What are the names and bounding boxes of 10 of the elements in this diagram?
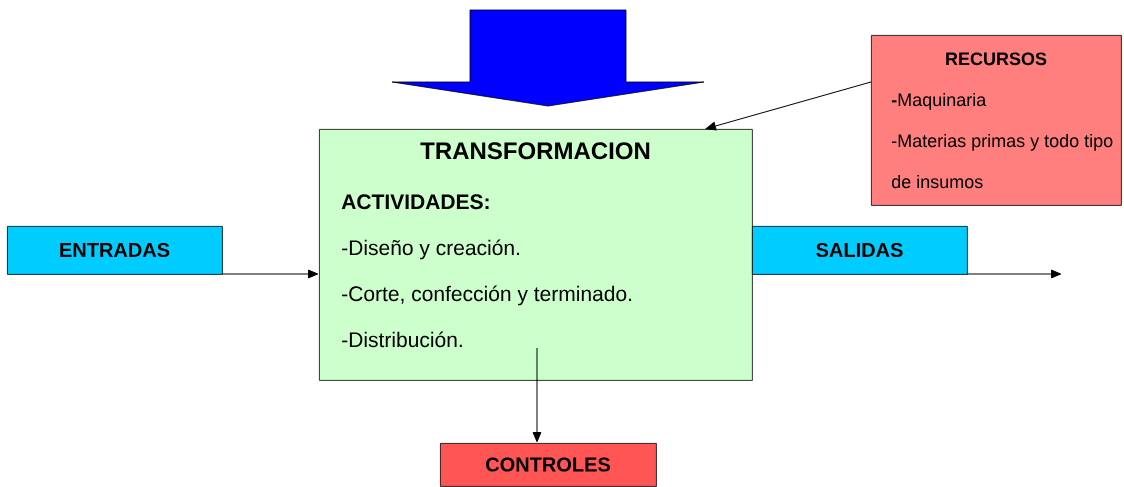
arrow	[221, 269, 319, 279]
input-box: ENTRADAS	[7, 226, 223, 275]
process-box: TRANSFORMACION ACTIVIDADES: -Diseño y creación. -Corte, confección y terminado. -Distribución.	[319, 129, 753, 381]
output-box: SALIDAS	[752, 226, 968, 275]
controls-box: CONTROLES	[440, 443, 657, 487]
resources-box: RECURSOS -Maquinaria -Materias primas y todo tipo de insumos	[871, 35, 1122, 206]
arrow	[532, 347, 542, 443]
arrow	[705, 81, 872, 131]
block-arrow	[391, 9, 705, 107]
arrow	[966, 269, 1062, 279]
